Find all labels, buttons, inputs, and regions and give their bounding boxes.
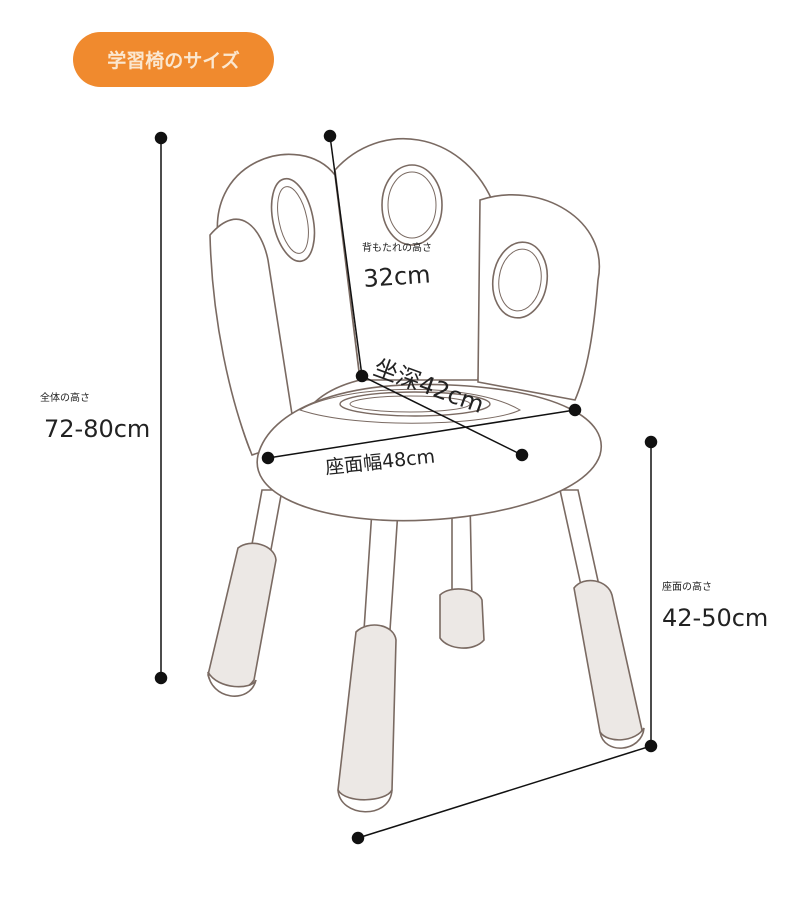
seat-height-label: 座面の高さ [662, 580, 712, 593]
chair-legs [207, 489, 645, 813]
total-height-label: 全体の高さ [40, 391, 90, 404]
dimension-dot [351, 831, 365, 845]
chair-backrest [209, 138, 601, 457]
dimension-dot [568, 403, 582, 417]
dimension-lines [154, 129, 658, 845]
seat-depth-line [361, 375, 523, 456]
dimension-dot [154, 671, 168, 685]
backrest-height-label: 背もたれの高さ [362, 241, 432, 254]
dimension-dot [515, 448, 529, 462]
backrest-height-line [329, 135, 363, 377]
total-height-value: 72-80cm [44, 415, 150, 443]
chair-seat [256, 383, 602, 522]
backrest-height-value: 32cm [362, 260, 431, 293]
dimension-dot [323, 129, 337, 143]
dimension-dot [644, 435, 658, 449]
floor-line [357, 745, 652, 839]
seat-width-line [267, 409, 576, 459]
title-badge: 学習椅のサイズ [73, 32, 274, 87]
seat-height-value: 42-50cm [662, 604, 768, 632]
dimension-dot [261, 451, 275, 465]
dimension-dot [154, 131, 168, 145]
